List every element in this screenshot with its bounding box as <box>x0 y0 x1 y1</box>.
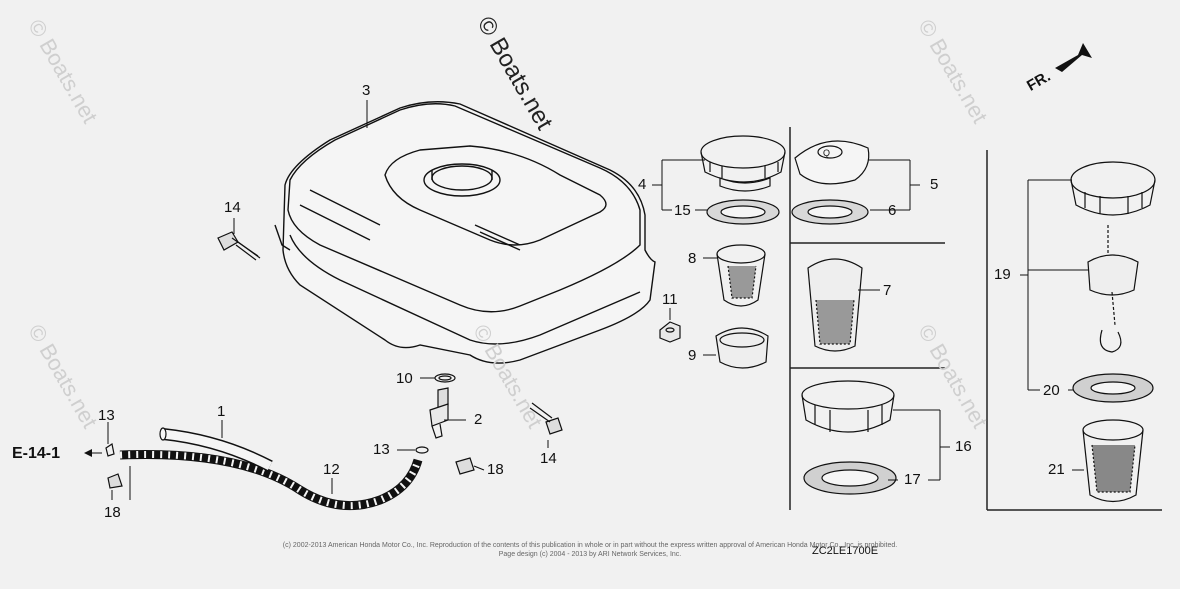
callout-14-lower: 14 <box>540 450 557 467</box>
callout-8: 8 <box>688 250 697 267</box>
callout-20: 20 <box>1043 382 1060 399</box>
tube-clip-left <box>105 443 115 457</box>
fuel-cap-16 <box>801 380 895 433</box>
tank-bolt-lower <box>529 402 563 435</box>
copyright-line-1: (c) 2002-2013 American Honda Motor Co., … <box>282 542 898 549</box>
reference-link[interactable]: E-14-1 <box>12 445 61 462</box>
leader-lines <box>84 100 1088 500</box>
tube-clip-right <box>415 446 429 454</box>
callout-13-left: 13 <box>98 407 115 424</box>
callout-18-right: 18 <box>487 461 504 478</box>
callout-7: 7 <box>883 282 892 299</box>
callout-9: 9 <box>688 347 697 364</box>
fuel-valve <box>429 373 456 439</box>
fuel-tube <box>119 449 423 511</box>
callout-21: 21 <box>1048 461 1065 478</box>
tube-clamp-right <box>455 457 475 475</box>
callout-16: 16 <box>955 438 972 455</box>
copyright-line-2: Page design (c) 2004 - 2013 by ARI Netwo… <box>498 551 682 558</box>
strainer-8 <box>716 244 766 307</box>
callout-15: 15 <box>674 202 691 219</box>
panel-dividers <box>789 127 1162 511</box>
flange-nut <box>659 321 681 343</box>
callout-4: 4 <box>638 176 647 193</box>
strainer-21 <box>1082 419 1144 503</box>
callout-2: 2 <box>474 411 483 428</box>
cap-gasket-6 <box>791 199 869 225</box>
callout-13-right: 13 <box>373 441 390 458</box>
callout-10: 10 <box>396 370 413 387</box>
callout-11: 11 <box>662 291 678 308</box>
cap-gasket-15 <box>706 199 780 225</box>
strainer-holder-9 <box>715 327 769 369</box>
fuel-tank <box>274 101 656 364</box>
callout-5: 5 <box>930 176 939 193</box>
callout-17: 17 <box>904 471 921 488</box>
callout-12: 12 <box>323 461 340 478</box>
front-direction-arrow <box>1055 43 1092 72</box>
callout-19: 19 <box>994 266 1011 283</box>
callout-1: 1 <box>217 403 226 420</box>
tube-clamp-left <box>107 473 123 489</box>
fuel-filler-cap <box>700 135 786 192</box>
tank-bolt-upper <box>217 231 261 261</box>
svg-text:Q: Q <box>823 148 830 158</box>
callout-18-left: 18 <box>104 504 121 521</box>
callout-3: 3 <box>362 82 371 99</box>
fuel-cap-5: Q <box>794 140 870 185</box>
cap-gasket-17 <box>803 461 897 495</box>
callout-6: 6 <box>888 202 897 219</box>
callout-14-upper: 14 <box>224 199 241 216</box>
fuel-cap-19 <box>1070 161 1156 353</box>
strainer-7 <box>807 258 863 352</box>
cap-gasket-20 <box>1072 373 1154 403</box>
breather-tube <box>159 427 273 472</box>
diagram-code: ZC2LE1700E <box>812 545 879 557</box>
